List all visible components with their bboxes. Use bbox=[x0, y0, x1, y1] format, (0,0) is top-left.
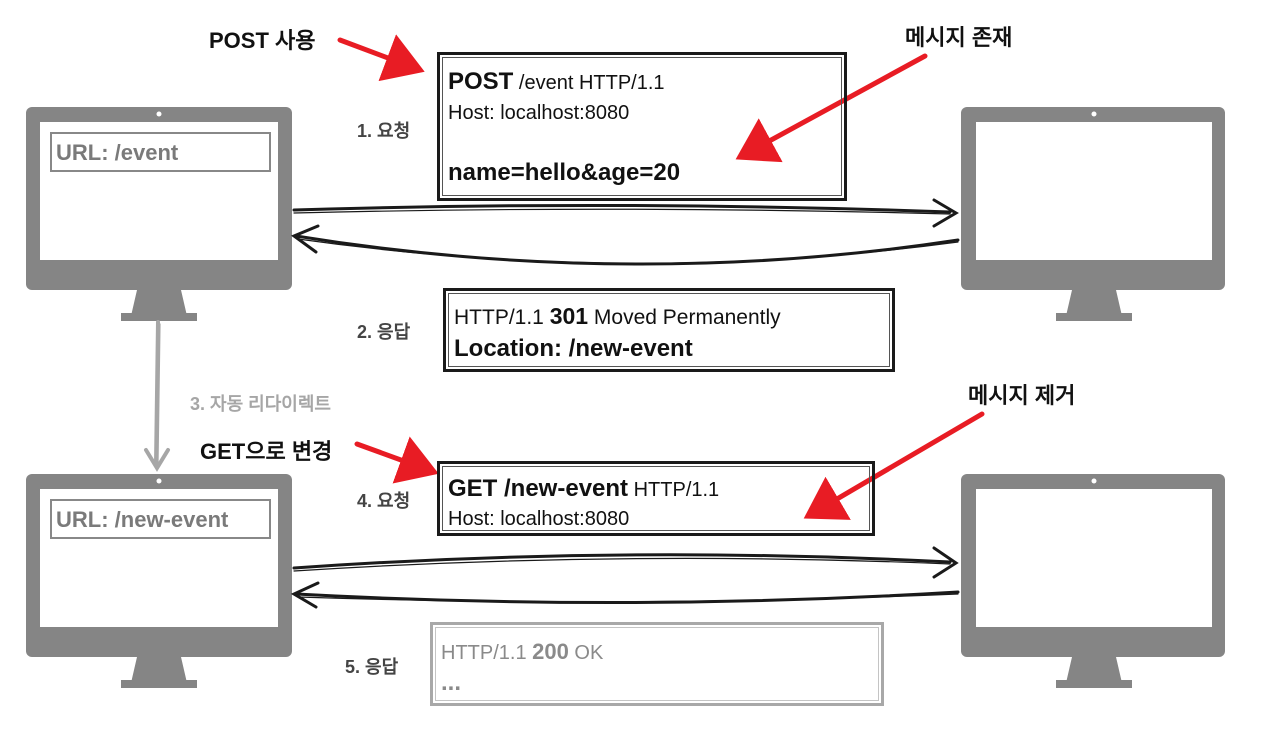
request-arrow-bottom bbox=[292, 546, 959, 579]
response-1-status-code: 301 bbox=[549, 303, 589, 329]
url-bar-bottom[interactable]: URL: /new-event bbox=[50, 499, 271, 539]
response-1-version: HTTP/1.1 bbox=[454, 306, 550, 329]
response-1-reason: Moved Permanently bbox=[588, 306, 781, 329]
request-1-method: POST bbox=[448, 68, 514, 95]
post-use-label: POST 사용 bbox=[209, 28, 316, 53]
response-2-version: HTTP/1.1 bbox=[441, 642, 533, 664]
response-2-status-line: HTTP/1.1 200 OK bbox=[441, 639, 603, 665]
request-2-box: GET /new-event HTTP/1.1 Host: localhost:… bbox=[437, 461, 875, 536]
request-1-line: POST /event HTTP/1.1 bbox=[448, 68, 665, 96]
message-removed-arrow bbox=[803, 411, 985, 520]
request-2-version: HTTP/1.1 bbox=[628, 479, 720, 501]
response-1-location: Location: /new-event bbox=[454, 335, 693, 362]
response-arrow-bottom bbox=[290, 581, 960, 609]
server-monitor-top bbox=[961, 107, 1225, 321]
step-2-label: 2. 응답 bbox=[357, 322, 411, 342]
response-1-box: HTTP/1.1 301 Moved Permanently Location:… bbox=[443, 288, 895, 372]
redirect-arrow bbox=[144, 320, 170, 472]
get-change-arrow bbox=[354, 436, 439, 484]
response-2-reason: OK bbox=[568, 642, 604, 664]
request-1-host: Host: localhost:8080 bbox=[448, 102, 630, 124]
request-1-body: name=hello&age=20 bbox=[448, 159, 681, 186]
response-arrow-top bbox=[290, 224, 960, 266]
message-exists-arrow bbox=[735, 53, 928, 163]
url-bar-top[interactable]: URL: /event bbox=[50, 132, 271, 172]
request-arrow-top bbox=[292, 198, 959, 228]
response-2-ellipsis: ... bbox=[441, 669, 462, 696]
step-5-label: 5. 응답 bbox=[345, 657, 399, 677]
step-4-label: 4. 요청 bbox=[357, 491, 411, 511]
step-3-label: 3. 자동 리다이렉트 bbox=[190, 394, 331, 414]
request-1-path-version: /event HTTP/1.1 bbox=[513, 72, 665, 94]
red-annotation-arrows bbox=[337, 34, 985, 520]
request-2-host: Host: localhost:8080 bbox=[448, 508, 630, 530]
response-2-status-code: 200 bbox=[532, 639, 569, 664]
message-exists-label: 메시지 존재 bbox=[905, 25, 1013, 50]
request-2-method-path: GET /new-event bbox=[448, 475, 629, 502]
message-removed-label: 메시지 제거 bbox=[968, 383, 1076, 408]
get-change-label: GET으로 변경 bbox=[200, 439, 333, 464]
step-1-label: 1. 요청 bbox=[357, 121, 411, 141]
request-2-line: GET /new-event HTTP/1.1 bbox=[448, 475, 719, 503]
post-use-arrow bbox=[337, 34, 425, 82]
request-1-box: POST /event HTTP/1.1 Host: localhost:808… bbox=[437, 52, 847, 201]
response-1-status-line: HTTP/1.1 301 Moved Permanently bbox=[454, 303, 781, 330]
response-2-box: HTTP/1.1 200 OK ... bbox=[430, 622, 884, 706]
server-monitor-bottom bbox=[961, 474, 1225, 688]
